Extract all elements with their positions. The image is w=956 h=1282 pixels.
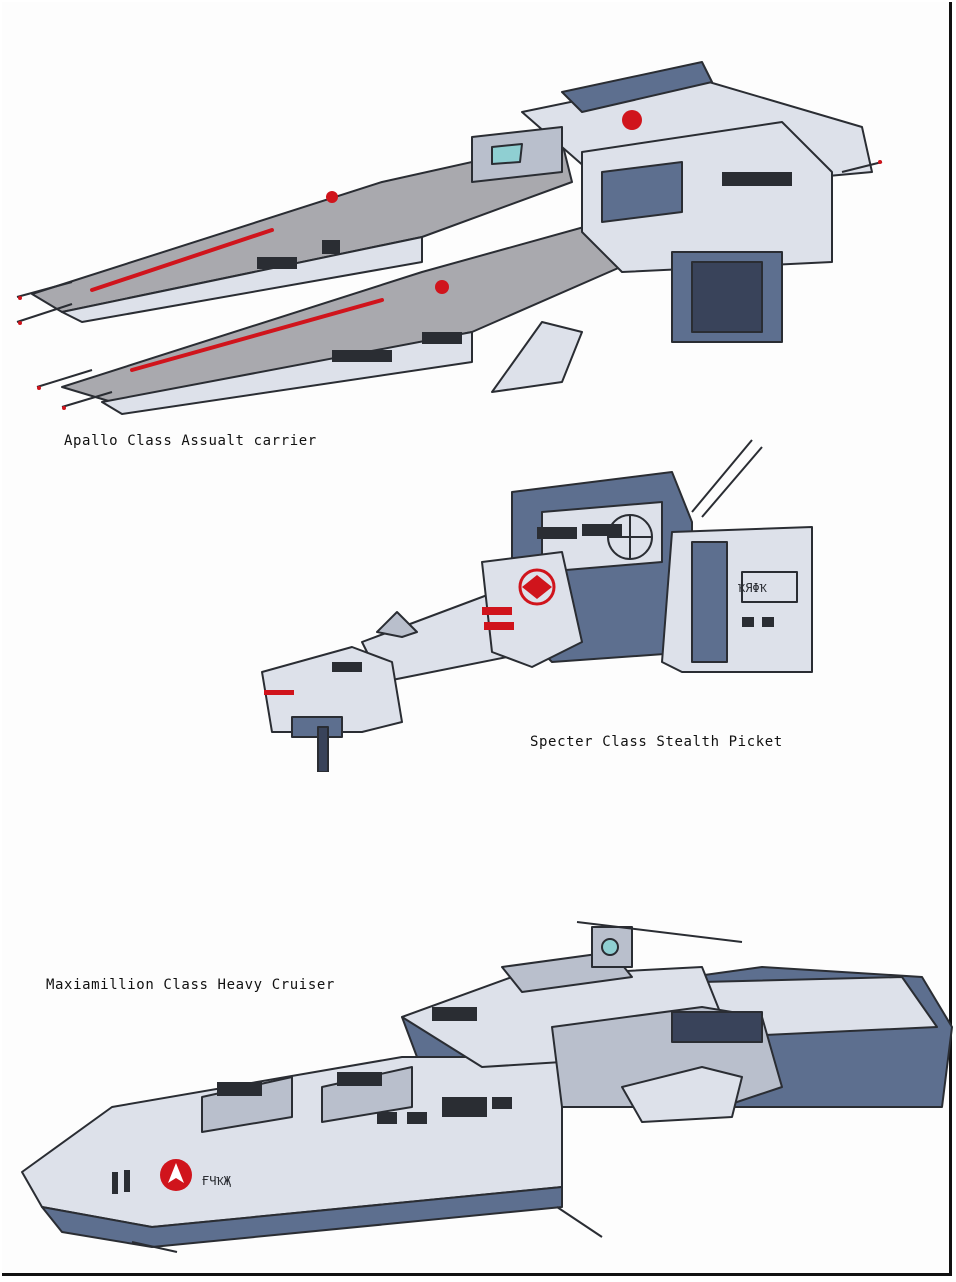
specter-hull-marking: ҠЯΦҠ (738, 581, 768, 595)
apollo-carrier-drawing (16, 61, 883, 415)
maximillion-hull-marking: ҒЧҠҖ (202, 1174, 232, 1188)
apollo-caption: Apallo Class Assualt carrier (64, 433, 317, 449)
specter-caption: Specter Class Stealth Picket (530, 734, 783, 750)
insignia-icon (160, 1159, 192, 1191)
maximillion-caption: Maxiamillion Class Heavy Cruiser (46, 977, 335, 993)
maximillion-cruiser-drawing: ҒЧҠҖ (21, 921, 953, 1253)
specter-picket-drawing: ҠЯΦҠ (261, 439, 813, 772)
